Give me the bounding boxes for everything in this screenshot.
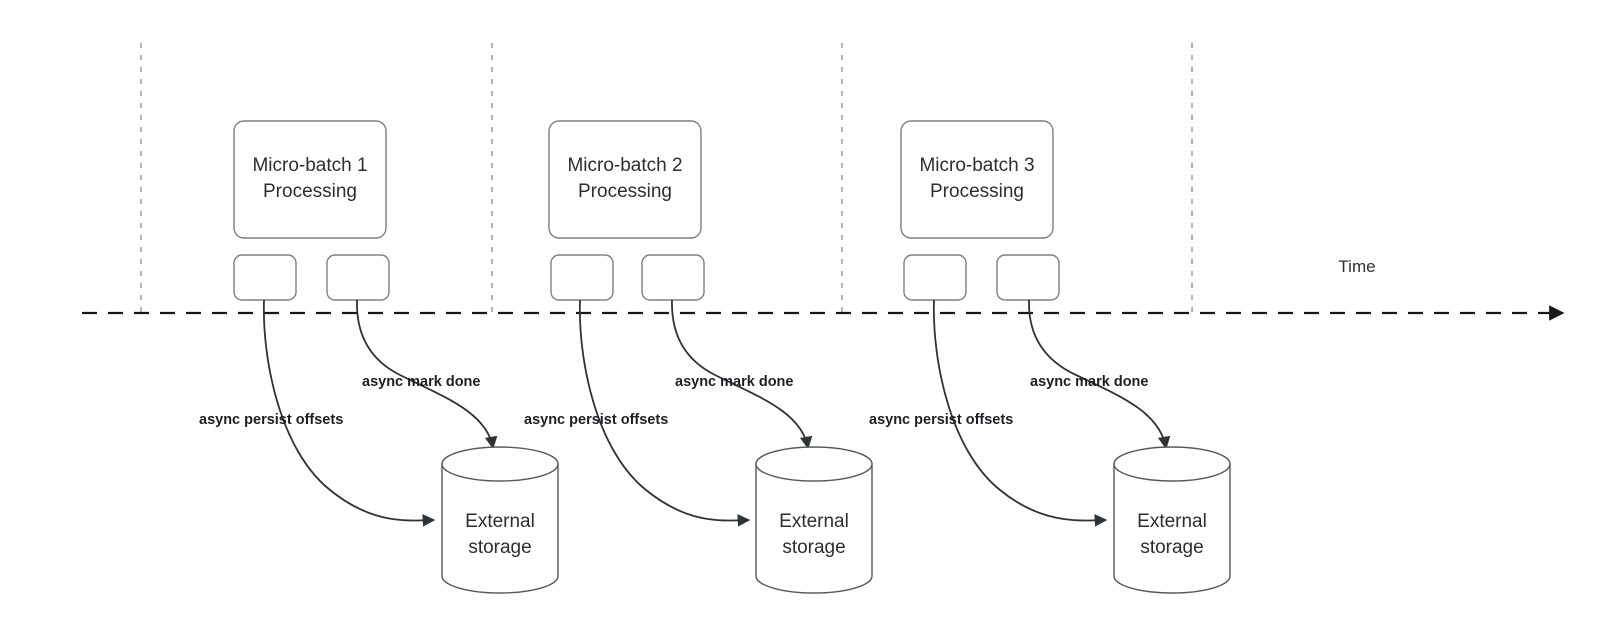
tick-lines-group xyxy=(140,43,1193,313)
micro-batch-3-box[interactable] xyxy=(900,120,1054,239)
persist-offsets-1-arrow xyxy=(262,299,436,527)
micro-batch-3-label-line1: Micro-batch 3 xyxy=(919,155,1034,176)
mark-done-2-label: async mark done xyxy=(675,374,793,390)
external-storage-2-top xyxy=(755,446,873,482)
small-box-3a[interactable] xyxy=(903,254,967,301)
external-storage-2-body xyxy=(755,463,873,594)
small-box-3b[interactable] xyxy=(996,254,1060,301)
persist-offsets-3-label: async persist offsets xyxy=(869,412,1013,428)
mark-done-2-arrow xyxy=(671,299,813,450)
persist-offsets-3-arrow xyxy=(932,299,1108,527)
micro-batch-2-box[interactable] xyxy=(548,120,702,239)
persist-offsets-1-label: async persist offsets xyxy=(199,412,343,428)
external-storage-2-label-line1: External xyxy=(779,511,849,532)
external-storage-1-body xyxy=(441,463,559,594)
mark-done-1-arrow xyxy=(356,299,498,450)
external-storage-3-top xyxy=(1113,446,1231,482)
micro-batch-3-label-line2: Processing xyxy=(930,181,1024,202)
persist-offsets-2-label: async persist offsets xyxy=(524,412,668,428)
external-storage-3-label-line1: External xyxy=(1137,511,1207,532)
small-box-2a[interactable] xyxy=(550,254,614,301)
micro-batch-2-label-line2: Processing xyxy=(578,181,672,202)
micro-batch-1-box[interactable] xyxy=(233,120,387,239)
time-axis: Time xyxy=(82,257,1565,321)
small-box-2b[interactable] xyxy=(641,254,705,301)
group-1: Micro-batch 1 Processing async persist o… xyxy=(199,120,559,594)
mark-done-3-label: async mark done xyxy=(1030,374,1148,390)
external-storage-2-label-line2: storage xyxy=(782,537,845,558)
group-3: Micro-batch 3 Processing async persist o… xyxy=(869,120,1231,594)
external-storage-2[interactable]: External storage xyxy=(755,446,873,594)
external-storage-3[interactable]: External storage xyxy=(1113,446,1231,594)
small-box-1a[interactable] xyxy=(233,254,297,301)
small-box-1b[interactable] xyxy=(326,254,390,301)
external-storage-1-label-line2: storage xyxy=(468,537,531,558)
external-storage-3-label-line2: storage xyxy=(1140,537,1203,558)
micro-batch-2-label-line1: Micro-batch 2 xyxy=(567,155,682,176)
time-axis-label: Time xyxy=(1338,257,1375,276)
persist-offsets-2-arrow xyxy=(578,299,751,527)
mark-done-3-arrow xyxy=(1028,299,1171,450)
micro-batch-1-label-line1: Micro-batch 1 xyxy=(252,155,367,176)
mark-done-1-label: async mark done xyxy=(362,374,480,390)
group-2: Micro-batch 2 Processing async persist o… xyxy=(524,120,873,594)
external-storage-1[interactable]: External storage xyxy=(441,446,559,594)
micro-batch-1-label-line2: Processing xyxy=(263,181,357,202)
external-storage-1-top xyxy=(441,446,559,482)
external-storage-1-label-line1: External xyxy=(465,511,535,532)
external-storage-3-body xyxy=(1113,463,1231,594)
